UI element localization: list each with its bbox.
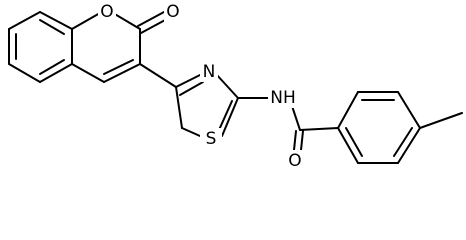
benzo-ring: [8, 11, 73, 83]
coumarin-thiazole-bond: [139, 63, 177, 88]
svg-text:O: O: [288, 151, 301, 171]
atom-label-amide-oxygen: O: [285, 150, 305, 172]
atom-label-thiazole-nitrogen: N: [200, 62, 218, 82]
atom-label-amide-nh: NH: [268, 88, 298, 108]
atom-label-ring-oxygen: O: [98, 2, 116, 22]
atom-label-carbonyl-oxygen: O: [164, 2, 182, 22]
svg-text:N: N: [203, 62, 216, 82]
amide-linkage: [237, 97, 339, 151]
tolyl-ring: [337, 91, 463, 164]
thiazole-ring: [175, 73, 239, 137]
molecule-drawing: O O N S NH O: [8, 2, 463, 172]
svg-text:S: S: [206, 129, 217, 149]
svg-text:NH: NH: [270, 88, 296, 108]
molecule-svg: O O N S NH O: [8, 2, 463, 172]
svg-text:O: O: [166, 2, 179, 22]
svg-text:O: O: [100, 2, 113, 22]
atom-label-thiazole-sulfur: S: [200, 128, 222, 150]
pyranone-ring: [71, 11, 168, 83]
